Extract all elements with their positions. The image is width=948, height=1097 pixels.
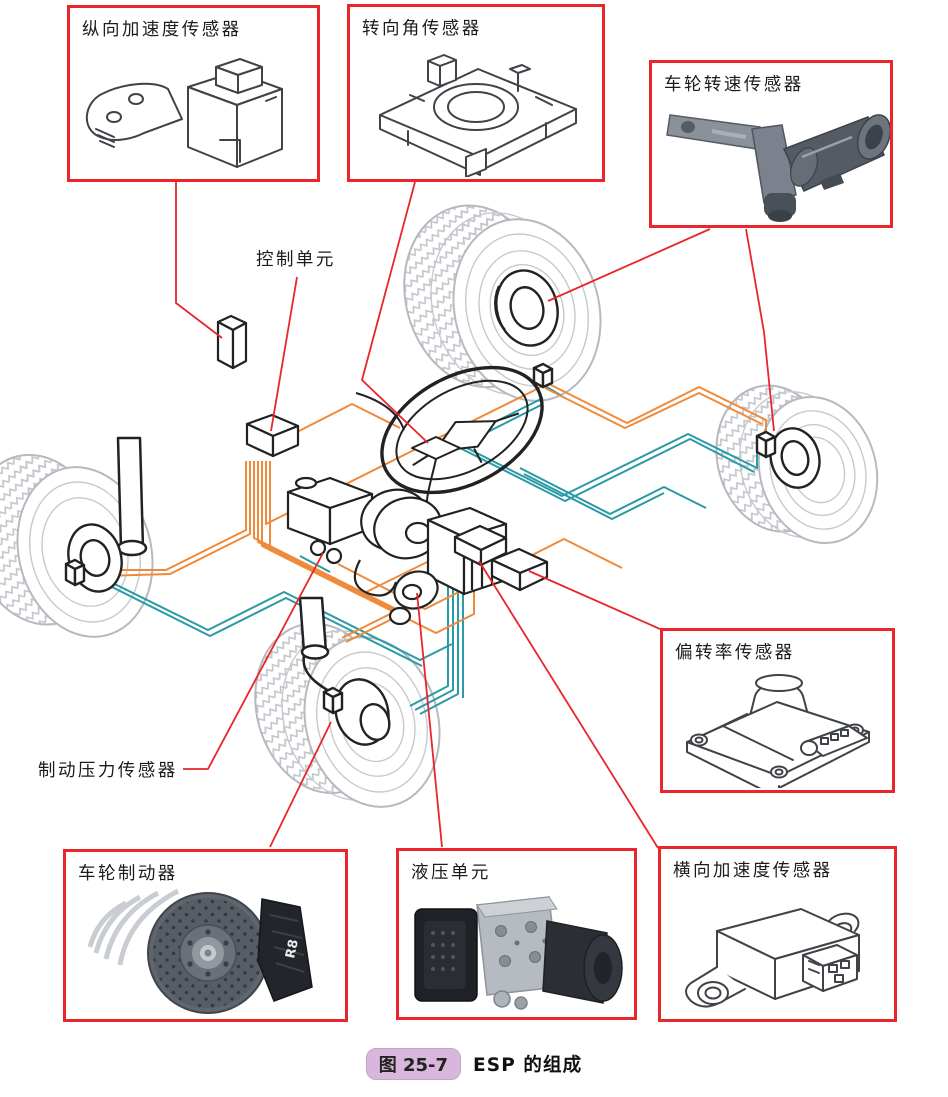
leader-wheel-speed-front [547, 228, 711, 302]
callout-box-wheel-speed: 车轮转速传感器 [649, 60, 893, 228]
leader-steering-angle [361, 181, 429, 444]
callout-box-wheel-brake: 车轮制动器 R8 [63, 849, 348, 1022]
leader-yaw-rate [528, 570, 661, 630]
brake-pressure-sensor-port [309, 539, 327, 557]
leader-lateral [478, 560, 659, 849]
leader-wheel-speed-rear [745, 228, 775, 432]
figure-title: ESP 的组成 [473, 1055, 583, 1076]
callout-box-hydraulic: 液压单元 [396, 848, 637, 1020]
figure-number-pill: 图 25-7 [365, 1048, 462, 1080]
leader-brake-pressure [183, 552, 324, 770]
leader-control-unit [270, 276, 298, 432]
label-hydraulic: 液压单元 [411, 863, 491, 883]
callout-lines [175, 181, 775, 849]
brake-pressure-sensor-port [325, 547, 343, 565]
wheel-brake-photo: R8 [87, 888, 313, 1014]
callout-box-lateral: 横向加速度传感器 [658, 846, 897, 1022]
longitudinal-sensor-in-situ [216, 314, 248, 370]
hydraulic-unit-photo [414, 896, 623, 1010]
callout-box-yaw-rate: 偏转率传感器 [660, 628, 895, 793]
steering-angle-sensor-module [411, 436, 461, 460]
label-wheel-brake: 车轮制动器 [78, 864, 178, 884]
label-longitudinal: 纵向加速度传感器 [82, 20, 242, 40]
longitudinal-sensor-drawing [85, 58, 283, 168]
callout-box-longitudinal: 纵向加速度传感器 [67, 5, 320, 182]
steering-angle-sensor-drawing [379, 54, 577, 177]
wheel-hubs [64, 269, 821, 746]
yaw-rate-sensor-drawing [686, 674, 870, 788]
steering-wheel [355, 365, 544, 519]
caliper-badge: R8 [283, 938, 302, 960]
leader-longitudinal [175, 182, 223, 339]
brake-master-assembly [286, 476, 443, 597]
label-lateral: 横向加速度传感器 [673, 861, 833, 881]
leader-hydraulic [416, 592, 443, 848]
leader-wheel-brake [269, 721, 332, 848]
lateral-sensor-in-situ [490, 547, 549, 592]
figure-caption: 图 25-7 ESP 的组成 [0, 1048, 948, 1080]
label-control-unit: 控制单元 [256, 250, 336, 270]
wheel-speed-sensor-photo [666, 114, 890, 222]
label-steering-angle: 转向角传感器 [362, 19, 482, 39]
label-brake-pressure: 制动压力传感器 [38, 761, 178, 781]
label-wheel-speed: 车轮转速传感器 [664, 75, 804, 95]
callout-box-steering-angle: 转向角传感器 [347, 4, 605, 182]
lateral-sensor-drawing [685, 908, 860, 1008]
label-yaw-rate: 偏转率传感器 [675, 643, 795, 663]
